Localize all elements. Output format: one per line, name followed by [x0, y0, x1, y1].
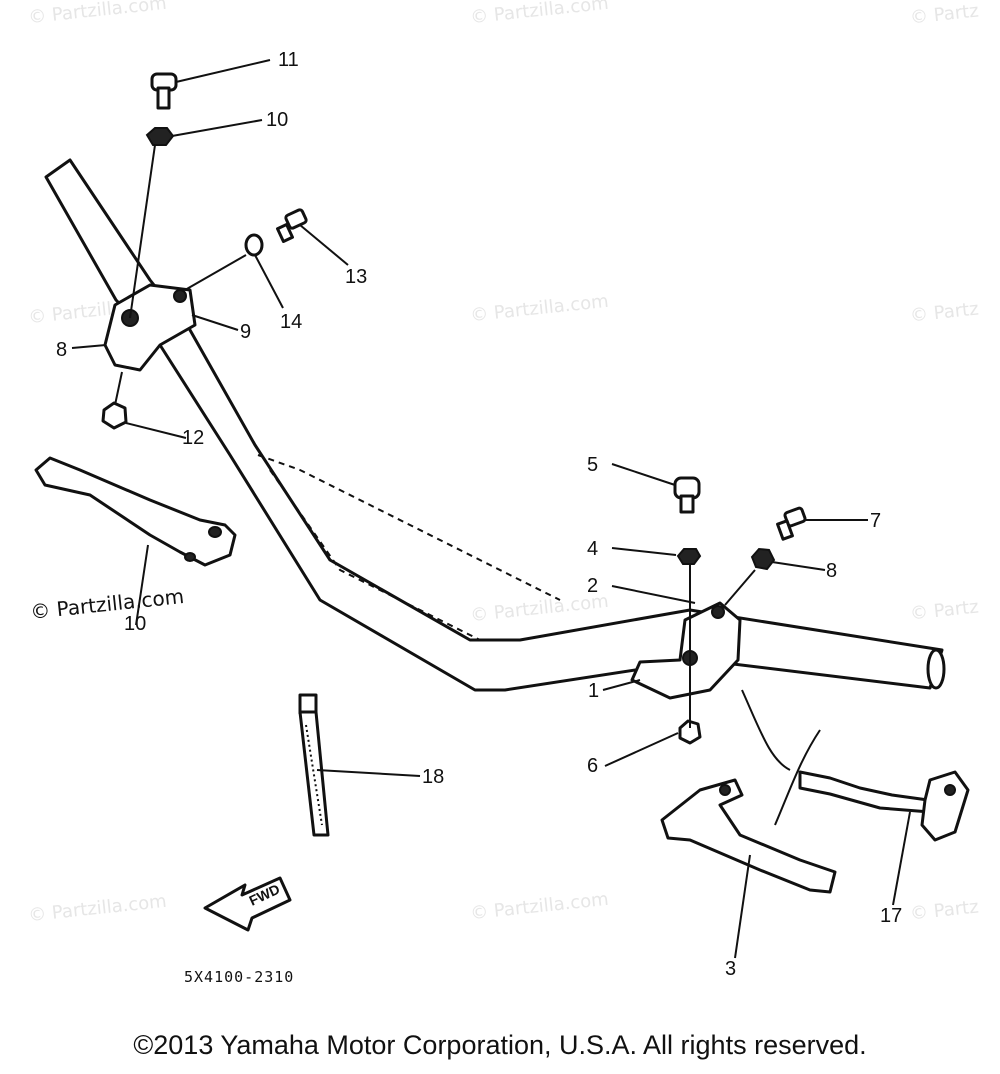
callout-13: 11: [278, 49, 299, 71]
nut-12: [145, 127, 175, 146]
washer-4: [676, 548, 702, 565]
bolt-13: [150, 72, 178, 110]
callout-12: 10: [266, 109, 288, 131]
diagram-code: 5X4100-2310: [184, 968, 294, 986]
callout-18: 18: [422, 766, 444, 788]
callout-2: 2: [587, 575, 598, 597]
callout-14: 12: [182, 427, 204, 449]
nut-6: [678, 719, 702, 745]
lever-11: [34, 456, 237, 567]
bolt-7: [776, 506, 807, 541]
callout-1: 1: [588, 680, 599, 702]
switch-17: [741, 689, 970, 842]
callout-10: 9: [240, 321, 251, 343]
callout-6: 6: [587, 755, 598, 777]
nut-14: [101, 401, 128, 430]
callout-16: 14: [280, 311, 302, 333]
callout-4: 4: [587, 538, 598, 560]
callout-3: 3: [725, 958, 736, 980]
washer-8: [750, 547, 776, 571]
callout-numbers: 11 10 13 14 9 8 12 10 5 4 2 1 6 7 8 18 3…: [56, 49, 902, 986]
left-handlebar-holder: [103, 283, 197, 372]
leader-lines: [71, 59, 911, 959]
callout-5: 5: [587, 454, 598, 476]
bolt-15: [276, 208, 308, 243]
callout-7: 7: [870, 510, 881, 532]
washer-16: [244, 233, 264, 257]
bolt-5: [673, 476, 701, 514]
handlebar: [44, 158, 946, 692]
callout-8: 8: [826, 560, 837, 582]
cable-band-18: [298, 693, 330, 837]
copyright-notice: ©2013 Yamaha Motor Corporation, U.S.A. A…: [133, 1030, 867, 1060]
callout-11: 10: [124, 613, 146, 635]
lever-3: [660, 778, 837, 894]
callout-17: 17: [880, 905, 902, 927]
fwd-arrow-icon: FWD: [203, 876, 292, 932]
callout-15: 13: [345, 266, 367, 288]
callout-9: 8: [56, 339, 67, 361]
